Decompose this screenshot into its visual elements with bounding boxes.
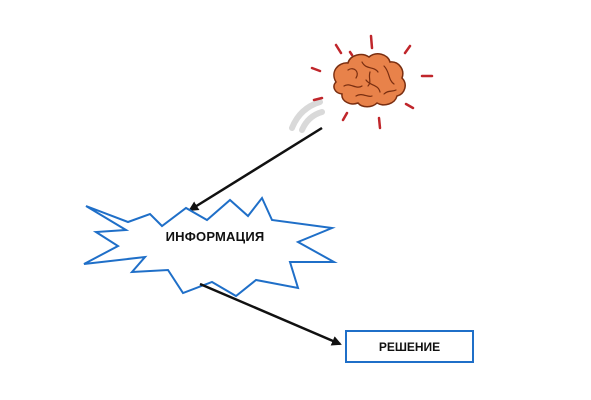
brain-icon xyxy=(310,34,434,130)
information-label: ИНФОРМАЦИЯ xyxy=(165,229,265,244)
brain-sparks xyxy=(310,34,434,130)
decision-label: РЕШЕНИЕ xyxy=(378,339,441,354)
arrow-information-to-decision xyxy=(199,282,342,346)
information-burst-shape xyxy=(83,196,338,298)
signal-arcs xyxy=(289,99,325,133)
arrow-brain-to-information xyxy=(188,126,323,212)
decision-box: РЕШЕНИЕ xyxy=(345,330,474,363)
